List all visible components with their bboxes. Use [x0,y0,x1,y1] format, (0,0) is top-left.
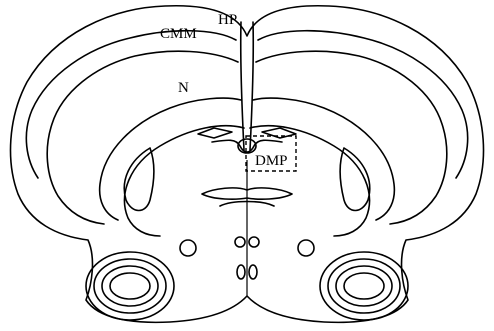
midline-left [241,22,244,150]
left-lateral-ventricle [100,98,241,220]
left-optic-ring-1 [86,252,174,320]
left-mid-nucleus [235,237,245,247]
right-nucleus [298,240,314,256]
right-mid-nucleus [249,237,259,247]
label-hp: HP [218,12,237,28]
midline-right [250,22,253,150]
label-n: N [178,80,189,96]
left-optic-ring-2 [94,259,166,313]
right-inner-curve [250,126,369,236]
right-optic-ring-2 [328,259,400,313]
right-optic-ring-4 [344,273,384,299]
label-dmp: DMP [255,153,288,169]
left-optic-ring-4 [110,273,150,299]
left-inner-curve [125,126,244,236]
left-lower-nucleus [237,265,245,279]
left-nucleus [180,240,196,256]
ventricle-junction [212,140,282,152]
right-lower-nucleus [249,265,257,279]
right-optic-ring-1 [320,252,408,320]
label-cmm: CMM [160,26,197,42]
left-commissure-wing [198,128,232,138]
